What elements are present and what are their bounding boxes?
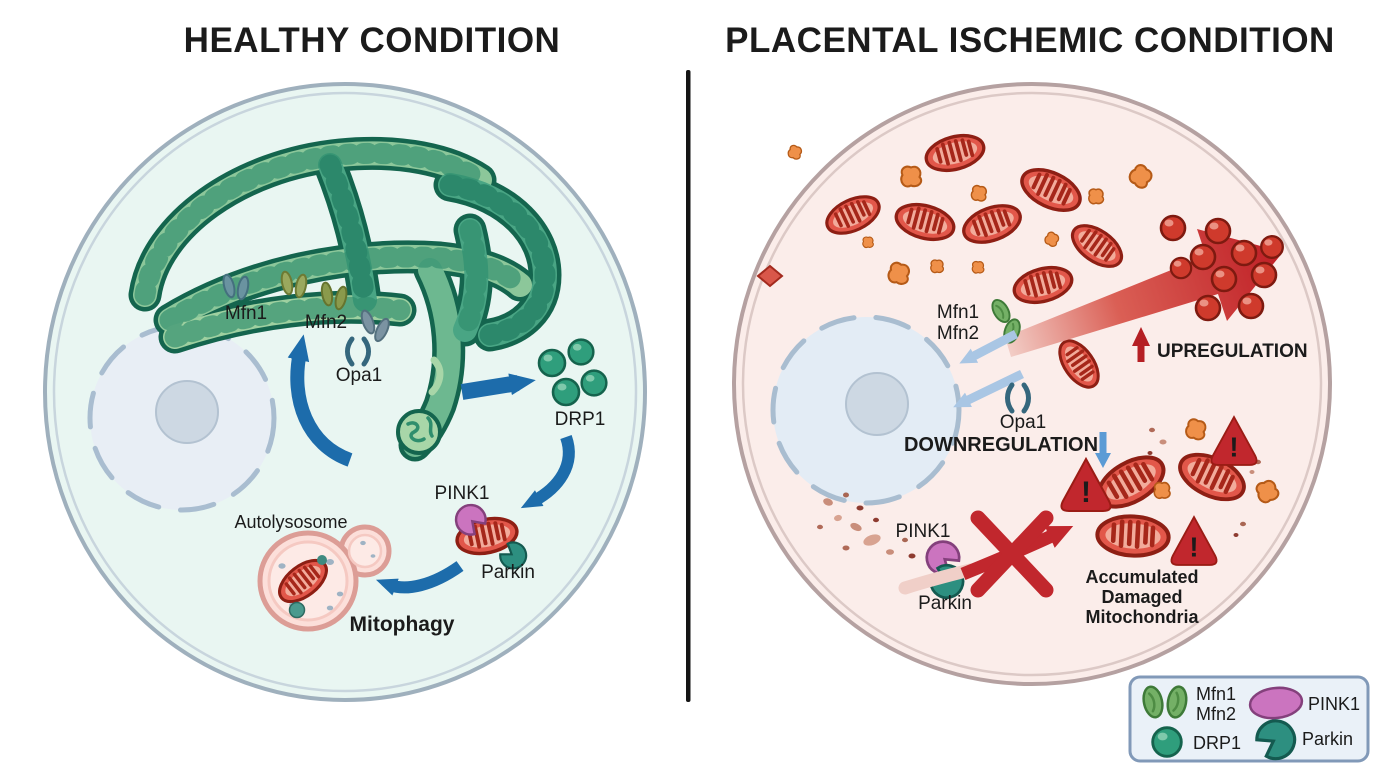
autolysosome-label: Autolysosome xyxy=(234,512,347,532)
healthy-mfn1-label: Mfn1 xyxy=(225,303,267,324)
svg-text:!: ! xyxy=(1229,432,1238,463)
healthy-mfn2-label: Mfn2 xyxy=(305,312,347,333)
mitophagy-arrow xyxy=(375,561,464,596)
debris-particles xyxy=(817,492,916,559)
ischemic-pink1-label: PINK1 xyxy=(896,521,951,542)
legend-drp1-icon xyxy=(1151,726,1183,758)
svg-text:Damaged: Damaged xyxy=(1101,587,1182,607)
blocked-x-icon xyxy=(970,510,1054,598)
legend-pink1-label: PINK1 xyxy=(1308,694,1360,714)
mfn2-dimer xyxy=(280,270,348,311)
ischemic-opa1-label: Opa1 xyxy=(1000,412,1046,433)
legend-mfn2-label: Mfn2 xyxy=(1196,704,1236,724)
fission-arrow xyxy=(460,373,536,400)
healthy-pink1-label: PINK1 xyxy=(435,483,490,504)
healthy-parkin-label: Parkin xyxy=(481,562,535,583)
warning-icon: ! ! ! xyxy=(1060,415,1258,566)
ischemic-mfn2-label: Mfn2 xyxy=(937,323,979,344)
legend-drp1-label: DRP1 xyxy=(1193,733,1241,753)
panel-divider xyxy=(686,70,691,702)
legend-box xyxy=(1128,675,1370,763)
drp1-to-pink1-arrow xyxy=(520,434,575,509)
mitochondrial-fragments xyxy=(756,143,1156,288)
mitophagy-label: Mitophagy xyxy=(350,613,455,636)
svg-text:Mitochondria: Mitochondria xyxy=(1086,607,1200,627)
healthy-opa1-label: Opa1 xyxy=(336,365,382,386)
ischemic-mfn1-label: Mfn1 xyxy=(937,302,979,323)
ischemic-opa1-protein xyxy=(1005,382,1031,414)
svg-text:!: ! xyxy=(1081,476,1091,509)
legend-pink1-icon xyxy=(1248,686,1304,720)
left-panel-title: HEALTHY CONDITION xyxy=(184,21,561,60)
ischemic-parkin-label: Parkin xyxy=(918,593,972,614)
fused-mitochondrial-network xyxy=(128,136,562,462)
ischemic-nucleus xyxy=(770,314,962,506)
fusion-arrow xyxy=(287,334,353,467)
downregulation-label: DOWNREGULATION xyxy=(904,434,1098,456)
legend: Mfn1 Mfn2 DRP1 PINK1 Parkin xyxy=(1128,675,1370,766)
downregulation-arrow-1 xyxy=(959,330,1019,364)
autolysosome xyxy=(257,524,392,632)
svg-text:!: ! xyxy=(1189,532,1198,563)
healthy-nucleus xyxy=(87,323,277,513)
right-panel-title: PLACENTAL ISCHEMIC CONDITION xyxy=(725,21,1335,60)
mfn1-dimer xyxy=(222,273,250,301)
opa1-dimer xyxy=(345,309,390,367)
healthy-cell: Mfn1 Mfn2 Opa1 DRP1 PINK1 Parkin Autolys… xyxy=(43,82,647,702)
svg-text:Accumulated: Accumulated xyxy=(1085,567,1198,587)
accumulated-damaged-label: Accumulated Damaged Mitochondria xyxy=(1085,567,1199,627)
healthy-nucleolus xyxy=(155,380,219,444)
downregulation-arrow-2 xyxy=(953,369,1024,408)
ischemic-cell: UPREGULATION Mfn1 Mfn2 Opa1 DOWNREGULATI… xyxy=(732,82,1332,686)
ischemic-nucleolus xyxy=(845,372,909,436)
blocked-mitophagy-arrow xyxy=(898,510,1074,598)
legend-parkin-label: Parkin xyxy=(1302,729,1353,749)
legend-mfn1-label: Mfn1 xyxy=(1196,684,1236,704)
healthy-drp1-label: DRP1 xyxy=(555,409,606,430)
upregulation-label: UPREGULATION xyxy=(1157,341,1308,362)
